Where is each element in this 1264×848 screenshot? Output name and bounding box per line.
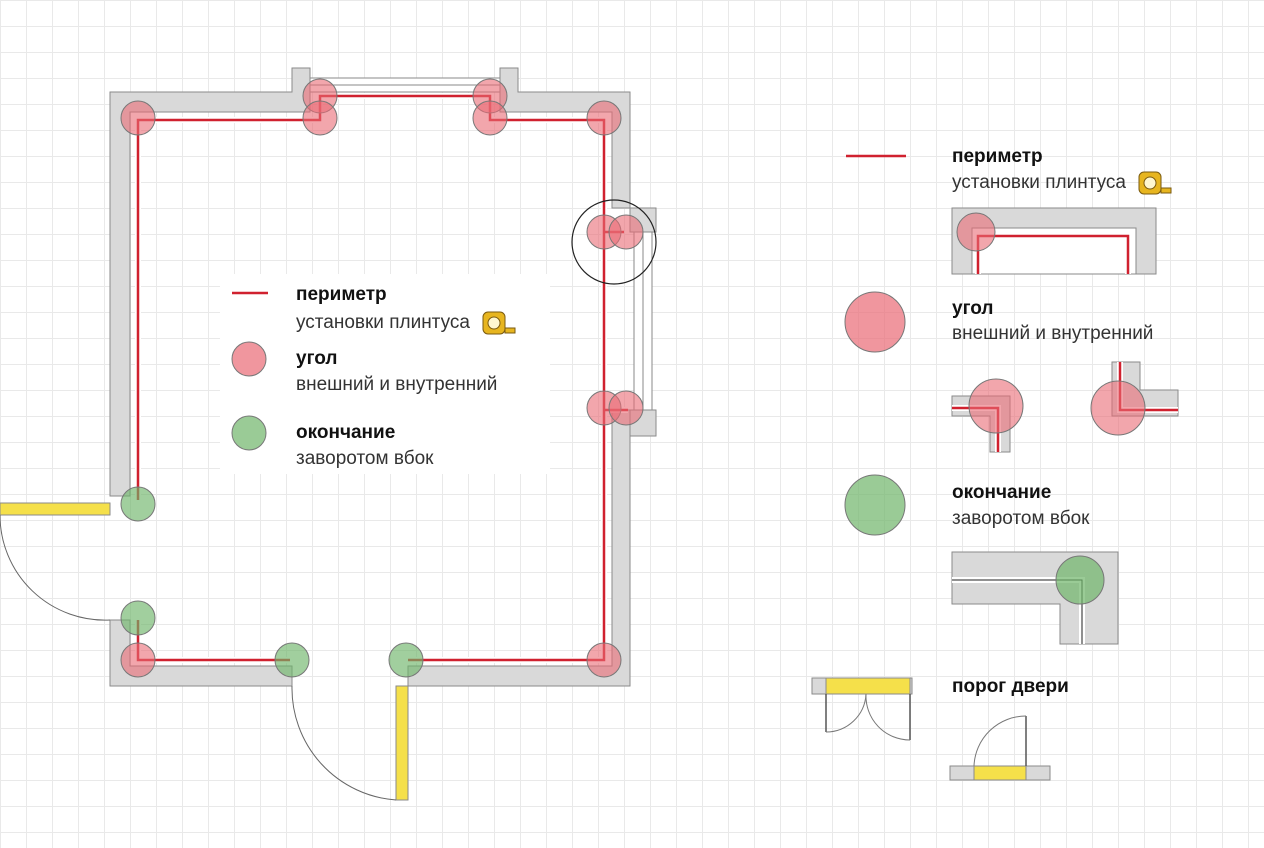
inside-legend: периметр установки плинтуса угол внешний…	[220, 274, 550, 474]
side-legend-corner-subtitle: внешний и внутренний	[952, 323, 1154, 344]
inside-legend-corner-title: угол	[296, 348, 338, 369]
corner-marker	[302, 100, 338, 136]
legend-threshold-single-door	[949, 715, 1051, 781]
corner-marker	[608, 214, 644, 250]
corner-marker	[586, 642, 622, 678]
side-legend-perimeter-title: периметр	[952, 146, 1043, 167]
corner-marker	[608, 390, 644, 426]
inside-legend-ending-swatch	[231, 415, 267, 451]
door-threshold-left	[0, 502, 111, 516]
side-legend-perimeter-subtitle: установки плинтуса	[952, 170, 1173, 196]
doors	[0, 502, 409, 801]
ending-marker	[120, 600, 156, 636]
ending-marker	[274, 642, 310, 678]
highlight-circle	[571, 199, 657, 285]
ending-marker	[120, 486, 156, 522]
inside-legend-corner-subtitle: внешний и внутренний	[296, 374, 498, 395]
inside-legend-perimeter-subtitle: установки плинтуса	[296, 310, 517, 336]
inside-legend-ending-subtitle: заворотом вбок	[296, 448, 434, 469]
inside-legend-corner-swatch	[231, 341, 267, 377]
door-swing-left	[0, 515, 111, 621]
legend-perimeter-example	[951, 207, 1157, 275]
legend-ending-swatch	[844, 474, 906, 536]
wall-top-right	[499, 67, 631, 209]
inside-legend-perimeter-swatch	[232, 291, 268, 295]
tape-measure-icon	[1138, 171, 1172, 195]
corner-marker	[586, 100, 622, 136]
corner-marker	[120, 100, 156, 136]
ending-marker	[388, 642, 424, 678]
door-threshold-bottom	[395, 685, 409, 801]
inside-legend-perimeter-title: периметр	[296, 284, 387, 305]
inside-legend-ending-title: окончание	[296, 422, 396, 443]
side-legend-threshold-title: порог двери	[952, 676, 1069, 697]
corner-marker	[472, 100, 508, 136]
legend-ending-example	[951, 551, 1119, 645]
legend-threshold-double-door	[811, 677, 913, 741]
legend-corner-internal-example	[1090, 361, 1179, 436]
side-legend-corner-title: угол	[952, 298, 994, 319]
legend-corner-external-example	[951, 378, 1024, 453]
door-swing-bottom	[291, 685, 397, 801]
side-legend-ending-subtitle: заворотом вбок	[952, 508, 1090, 529]
corner-markers	[120, 78, 644, 678]
tape-measure-icon	[482, 311, 516, 335]
corner-marker	[120, 642, 156, 678]
legend-corner-swatch	[844, 291, 906, 353]
side-legend-ending-title: окончание	[952, 482, 1052, 503]
ending-markers	[120, 486, 424, 678]
